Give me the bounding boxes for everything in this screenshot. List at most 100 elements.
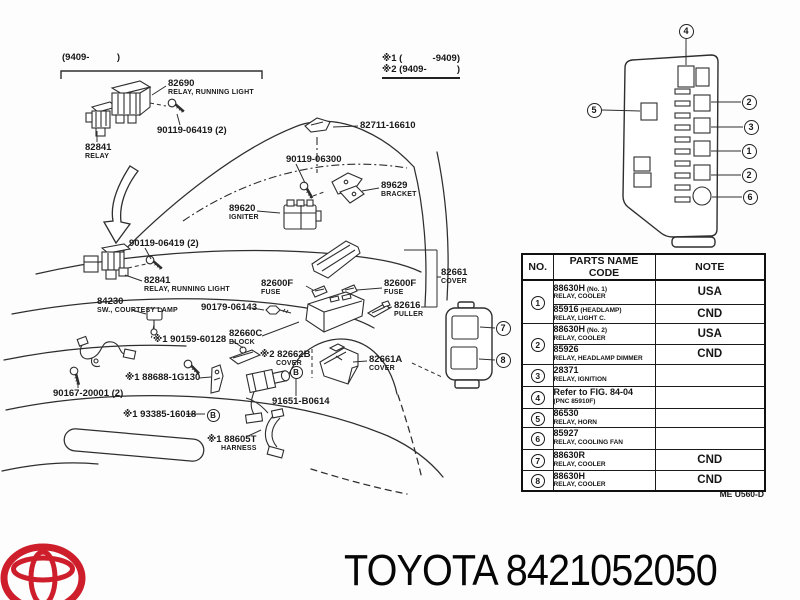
table-header-row: NO. PARTS NAME CODE NOTE xyxy=(521,253,766,281)
leader-lines xyxy=(77,39,743,438)
row-number-cell: 7 xyxy=(521,448,554,471)
bracket-89629-sketch xyxy=(331,172,365,204)
production-range-label: (9409-) xyxy=(62,52,120,63)
switch-84230-sketch xyxy=(146,307,163,336)
part-code-cell: 85916 (HEADLAMP)RELAY, LIGHT C. xyxy=(552,303,656,324)
fusebox-diagram xyxy=(622,54,719,248)
circled-number: 8 xyxy=(530,474,545,489)
callout-2: 2 xyxy=(741,167,757,183)
bracket-88688-sketch xyxy=(210,364,224,394)
fusebox-cover-sketch xyxy=(311,240,361,279)
relay-assembly-91651-sketch xyxy=(244,368,291,424)
grommet-90159-sketch xyxy=(239,346,247,354)
igniter-89620-sketch xyxy=(283,199,322,230)
note-cell xyxy=(654,363,766,387)
part-code-cell: Refer to FIG. 84-04(PNC 85910F) xyxy=(552,385,656,409)
note-cell: CND xyxy=(654,469,766,492)
connector-marker-B: B xyxy=(289,365,303,379)
part-label-9011906300: 90119-06300 xyxy=(286,154,342,165)
part-label-9017906143: 90179-06143 xyxy=(201,302,257,313)
row-number-cell: 3 xyxy=(521,363,554,387)
part-code-cell: 88630H (No. 2)RELAY, COOLER xyxy=(552,322,656,345)
table-row: 4 Refer to FIG. 84-04(PNC 85910F) xyxy=(521,385,766,409)
legend-line-1: ※1 (-9409) xyxy=(382,53,460,64)
part-label-90167200012: 90167-20001 (2) xyxy=(53,388,124,399)
relay-box-diagram xyxy=(445,301,493,389)
legend-line-2: ※2 (9409-) xyxy=(382,63,460,75)
row-number-cell: 4 xyxy=(521,385,554,409)
part-number: 8421052050 xyxy=(505,546,718,595)
note-cell xyxy=(654,407,766,428)
col-header-code: PARTS NAME CODE xyxy=(552,253,656,281)
relay-82690-sketch xyxy=(110,80,152,124)
parts-table: NO. PARTS NAME CODE NOTE 1 88630H (No. 1)… xyxy=(521,253,766,492)
col-header-note: NOTE xyxy=(654,253,766,281)
circled-number: 2 xyxy=(530,337,545,352)
note-cell xyxy=(654,426,766,450)
production-range-legend: ※1 (-9409) ※2 (9409-) xyxy=(382,53,460,79)
callout-3: 3 xyxy=(743,119,759,135)
callout-6: 6 xyxy=(742,189,758,205)
part-label-90119064192: 90119-06419 (2) xyxy=(157,125,227,136)
fuse-block-82660C-sketch xyxy=(305,291,365,333)
note-cell: CND xyxy=(654,448,766,471)
figure-code: ME U560-D xyxy=(719,489,764,499)
table-row: 85916 (HEADLAMP)RELAY, LIGHT C.CND xyxy=(522,303,766,324)
range-bracket xyxy=(60,70,263,79)
courtesy-lamp-wiring-sketch xyxy=(76,335,137,368)
relay-82841-car-sketch xyxy=(83,243,132,280)
note-cell: CND xyxy=(654,343,766,365)
row-number-cell: 1 xyxy=(521,279,554,324)
callout-8: 8 xyxy=(495,352,511,368)
bolt-90179-sketch xyxy=(265,305,292,315)
footer-part-title: TOYOTA 8421052050 xyxy=(344,546,718,596)
connector-marker-B: B xyxy=(206,408,220,422)
puller-82616-sketch xyxy=(366,300,392,318)
circled-number: 5 xyxy=(530,411,545,426)
circled-number: 1 xyxy=(530,295,545,310)
part-label-19338516018: ※1 93385-16018 xyxy=(123,409,197,420)
circled-number: 3 xyxy=(530,369,545,383)
note-cell: CND xyxy=(654,303,766,324)
note-cell: USA xyxy=(654,322,766,345)
circled-number: 4 xyxy=(530,391,545,405)
brand-name: TOYOTA xyxy=(344,546,496,595)
clip-82711-sketch xyxy=(304,117,331,133)
harness-88605T-sketch xyxy=(264,408,285,459)
callout-4: 4 xyxy=(678,23,694,39)
part-label-8271116610: 82711-16610 xyxy=(360,120,416,131)
part-label-91651B0614: 91651-B0614 xyxy=(272,396,330,407)
row-number-cell: 5 xyxy=(521,407,554,428)
down-arrow xyxy=(102,165,139,245)
callout-2: 2 xyxy=(741,94,757,110)
circled-number: 7 xyxy=(530,453,545,468)
callout-1: 1 xyxy=(741,143,757,159)
part-code-cell: 88630H (No. 1)RELAY, COOLER xyxy=(552,279,656,305)
